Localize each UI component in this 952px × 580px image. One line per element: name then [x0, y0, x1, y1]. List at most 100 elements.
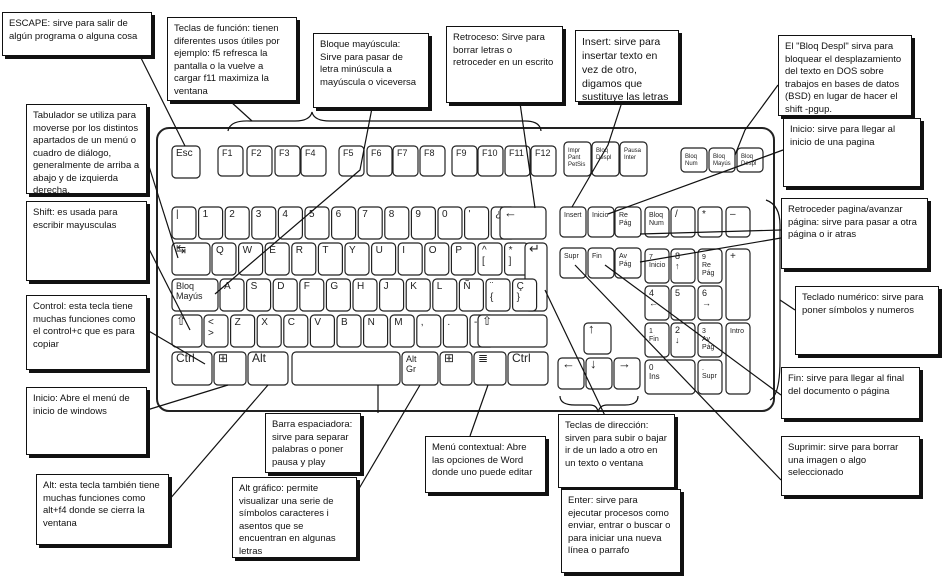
- svg-text:': ': [469, 209, 471, 220]
- key-alt: Alt: [247, 351, 289, 386]
- callout-insert: Insert: sirve para insertar texto en vez…: [575, 30, 679, 103]
- key-letter: Z: [230, 314, 256, 348]
- svg-text:Alt: Alt: [252, 351, 267, 365]
- svg-text:5: 5: [675, 288, 680, 298]
- svg-text:F8: F8: [424, 148, 435, 158]
- leader-alt-gr: [356, 384, 421, 493]
- svg-text:F3: F3: [279, 148, 290, 158]
- svg-text:H: H: [357, 281, 364, 292]
- key-letter: .: [442, 314, 468, 348]
- svg-text:I: I: [402, 245, 405, 256]
- svg-text:Pausa: Pausa: [624, 148, 642, 154]
- svg-text:J: J: [384, 281, 389, 292]
- svg-text:Bloq: Bloq: [596, 148, 608, 154]
- leader-alt: [168, 384, 269, 501]
- svg-text:Z: Z: [235, 317, 241, 328]
- svg-text:>: >: [208, 328, 214, 339]
- svg-text:Y: Y: [349, 245, 356, 256]
- key-f8: F8: [419, 145, 446, 177]
- svg-text:↑: ↑: [675, 261, 680, 271]
- svg-text:C: C: [288, 317, 295, 328]
- svg-text:W: W: [243, 245, 253, 256]
- svg-text:7: 7: [362, 209, 368, 220]
- key-arrow-left: ←: [557, 356, 585, 390]
- svg-text:Bloq: Bloq: [649, 212, 663, 219]
- key-letter: S: [246, 278, 272, 312]
- key-number-row: |: [171, 206, 197, 240]
- svg-text:R: R: [296, 245, 303, 256]
- key-letter: P: [450, 242, 476, 276]
- key-number-row: 3: [251, 206, 277, 240]
- svg-text:Num: Num: [649, 220, 664, 227]
- key-numpad: 5: [670, 285, 696, 321]
- svg-text:F7: F7: [397, 148, 408, 158]
- key-f10: F10: [477, 145, 504, 177]
- svg-text:9: 9: [702, 254, 706, 261]
- leader-page-up-down-2: [639, 237, 782, 263]
- svg-text:Bloq: Bloq: [685, 154, 697, 160]
- svg-text:F4: F4: [305, 148, 316, 158]
- key-letter: R: [291, 242, 317, 276]
- svg-text:9: 9: [415, 209, 421, 220]
- svg-text:↓: ↓: [675, 335, 680, 345]
- key-numpad: –: [725, 206, 751, 238]
- svg-text:+: +: [730, 251, 736, 262]
- svg-text:F2: F2: [251, 148, 262, 158]
- key-f6: F6: [366, 145, 393, 177]
- svg-text:|: |: [176, 209, 179, 220]
- key-letter: H: [352, 278, 378, 312]
- svg-text:*: *: [702, 209, 706, 220]
- svg-text:1: 1: [649, 328, 653, 335]
- key-letter: N: [363, 314, 389, 348]
- svg-text:F11: F11: [509, 148, 524, 158]
- leader-page-up-down: [639, 229, 782, 235]
- callout-alt: Alt: esta tecla también tiene muchas fun…: [36, 474, 169, 545]
- svg-text:Av: Av: [619, 253, 628, 260]
- svg-text:5: 5: [309, 209, 315, 220]
- key-letter: T: [317, 242, 343, 276]
- leader-caps-lock: [214, 107, 373, 295]
- svg-text:⊞: ⊞: [218, 351, 228, 365]
- svg-text:↹: ↹: [176, 242, 186, 256]
- svg-text:Pant: Pant: [568, 155, 581, 161]
- key-arrow-up: ↑: [583, 321, 612, 355]
- key-letter: M: [389, 314, 415, 348]
- svg-text:-: -: [474, 317, 477, 328]
- svg-text:Ñ: Ñ: [463, 279, 470, 292]
- svg-text:[: [: [482, 256, 485, 267]
- svg-text:T: T: [322, 245, 328, 256]
- svg-text:.: .: [447, 317, 450, 328]
- key-delete: Supr: [559, 247, 587, 279]
- svg-text:F9: F9: [456, 148, 467, 158]
- key-letter: C: [283, 314, 309, 348]
- svg-text:E: E: [269, 245, 276, 256]
- key-number-row: 2: [224, 206, 250, 240]
- key-number-row: 9: [410, 206, 436, 240]
- key-insert: Insert: [559, 206, 587, 238]
- callout-tab: Tabulador se utiliza para moverse por lo…: [26, 104, 147, 196]
- leader-escape: [139, 55, 186, 147]
- svg-text:→: →: [618, 356, 631, 371]
- svg-text:D: D: [277, 281, 284, 292]
- key-letter: G: [325, 278, 351, 312]
- key-letter: U: [371, 242, 397, 276]
- svg-text:X: X: [261, 317, 268, 328]
- svg-text:A: A: [224, 281, 231, 292]
- callout-spacebar: Barra espaciadora: sirve para separar pa…: [265, 413, 361, 473]
- key-f3: F3: [274, 145, 301, 177]
- callout-shift: Shift: es usada para escribir mayusculas: [26, 201, 147, 281]
- key-numpad-enter: Intro: [725, 322, 751, 395]
- key-numpad: /: [670, 206, 696, 238]
- function-keys-brace: [227, 111, 542, 132]
- svg-text:2: 2: [675, 325, 680, 335]
- leader-insert: [571, 101, 623, 208]
- arrow-keys-brace: [559, 395, 639, 413]
- svg-text:↵: ↵: [529, 241, 540, 256]
- key-number-row: ': [464, 206, 490, 240]
- callout-arrow-keys: Teclas de dirección: sirven para subir o…: [558, 414, 675, 488]
